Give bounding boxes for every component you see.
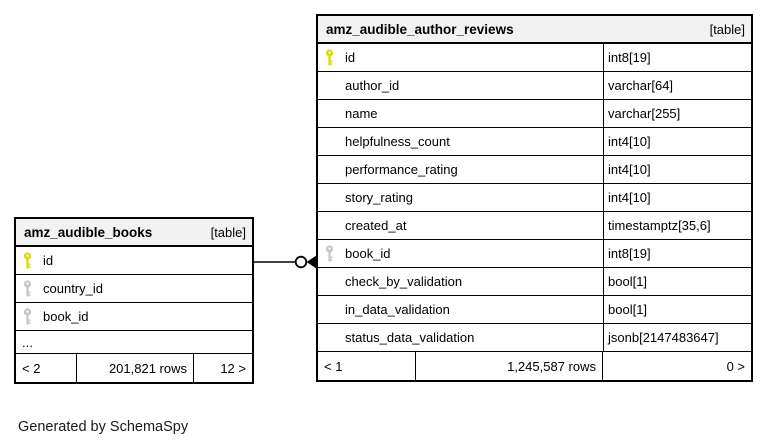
column-type-label: jsonb[2147483647] bbox=[603, 324, 751, 351]
column-name-cell: id bbox=[16, 247, 252, 274]
column-name-label: id bbox=[43, 253, 54, 268]
column-name-label: created_at bbox=[345, 218, 407, 233]
column-row-id: id bbox=[16, 247, 252, 275]
primary-key-icon bbox=[23, 252, 32, 269]
foreign-key-icon bbox=[23, 308, 32, 325]
column-name-cell: performance_rating bbox=[318, 156, 603, 183]
column-type-label: varchar[255] bbox=[603, 100, 751, 127]
column-name-cell: book_id bbox=[318, 240, 603, 267]
column-row-name: name varchar[255] bbox=[318, 100, 751, 128]
column-name-cell: author_id bbox=[318, 72, 603, 99]
parent-relations-count: < 1 bbox=[324, 358, 343, 374]
column-name-label: book_id bbox=[345, 246, 391, 261]
column-row-created_at: created_at timestamptz[35,6] bbox=[318, 212, 751, 240]
column-name-cell: id bbox=[318, 44, 603, 71]
column-name-cell: story_rating bbox=[318, 184, 603, 211]
foreign-key-icon bbox=[325, 245, 334, 262]
column-name-label: performance_rating bbox=[345, 162, 458, 177]
column-name-cell: ... bbox=[16, 331, 252, 353]
column-name-cell: helpfulness_count bbox=[318, 128, 603, 155]
table-footer: < 1 1,245,587 rows 0 > bbox=[318, 352, 751, 380]
column-rows: id country_id book_id... bbox=[16, 247, 252, 354]
column-name-label: helpfulness_count bbox=[345, 134, 450, 149]
column-type-label: varchar[64] bbox=[603, 72, 751, 99]
column-name-label: check_by_validation bbox=[345, 274, 463, 289]
column-row-book_id: book_id int8[19] bbox=[318, 240, 751, 268]
column-name-label: country_id bbox=[43, 281, 103, 296]
zero-circle-icon bbox=[294, 255, 308, 269]
generated-by-note: Generated by SchemaSpy bbox=[18, 419, 189, 435]
column-name-label: author_id bbox=[345, 78, 400, 93]
column-name-label: story_rating bbox=[345, 190, 413, 205]
column-row-check_by_validation: check_by_validation bool[1] bbox=[318, 268, 751, 296]
column-name-cell: in_data_validation bbox=[318, 296, 603, 323]
column-name-label: status_data_validation bbox=[345, 330, 475, 345]
column-type-label: int4[10] bbox=[603, 128, 751, 155]
column-row-book_id: book_id bbox=[16, 303, 252, 331]
table-header[interactable]: amz_audible_books [table] bbox=[16, 219, 252, 247]
column-name-cell: book_id bbox=[16, 303, 252, 330]
parent-relations-count: < 2 bbox=[22, 360, 41, 376]
column-type-label: int4[10] bbox=[603, 156, 751, 183]
column-name-label: name bbox=[345, 106, 378, 121]
table-title[interactable]: amz_audible_author_reviews bbox=[326, 21, 514, 37]
column-name-label: in_data_validation bbox=[345, 302, 450, 317]
column-type-label: bool[1] bbox=[603, 268, 751, 295]
table-type-badge: [table] bbox=[709, 21, 745, 37]
column-name-cell: name bbox=[318, 100, 603, 127]
table-type-badge: [table] bbox=[210, 224, 246, 240]
column-name-label: id bbox=[345, 50, 356, 65]
column-name-cell: country_id bbox=[16, 275, 252, 302]
table-header[interactable]: amz_audible_author_reviews [table] bbox=[318, 16, 751, 44]
child-relations-count: 0 > bbox=[602, 352, 751, 380]
column-row-in_data_validation: in_data_validation bool[1] bbox=[318, 296, 751, 324]
column-row-author_id: author_id varchar[64] bbox=[318, 72, 751, 100]
column-name-cell: created_at bbox=[318, 212, 603, 239]
column-name-cell: check_by_validation bbox=[318, 268, 603, 295]
column-row-id: id int8[19] bbox=[318, 44, 751, 72]
column-type-label: int8[19] bbox=[603, 44, 751, 71]
column-row-country_id: country_id bbox=[16, 275, 252, 303]
column-row-helpfulness_count: helpfulness_count int4[10] bbox=[318, 128, 751, 156]
column-type-label: timestamptz[35,6] bbox=[603, 212, 751, 239]
relationship-connector bbox=[252, 255, 316, 269]
column-type-label: int4[10] bbox=[603, 184, 751, 211]
table-node-amz-audible-author-reviews[interactable]: amz_audible_author_reviews [table] id int… bbox=[316, 14, 753, 382]
foreign-key-icon bbox=[23, 280, 32, 297]
table-footer: < 2 201,821 rows 12 > bbox=[16, 354, 252, 382]
column-row-story_rating: story_rating int4[10] bbox=[318, 184, 751, 212]
primary-key-icon bbox=[325, 49, 334, 66]
column-type-label: bool[1] bbox=[603, 296, 751, 323]
column-row-status_data_validation: status_data_validation jsonb[2147483647] bbox=[318, 324, 751, 352]
column-rows: id int8[19] author_id varchar[64] name varcha… bbox=[318, 44, 751, 352]
row-count: 1,245,587 rows bbox=[415, 352, 602, 380]
column-name-cell: status_data_validation bbox=[318, 324, 603, 351]
row-count: 201,821 rows bbox=[76, 354, 193, 382]
column-name-label: ... bbox=[22, 334, 33, 350]
column-type-label: int8[19] bbox=[603, 240, 751, 267]
table-title[interactable]: amz_audible_books bbox=[24, 224, 153, 240]
child-relations-count: 12 > bbox=[193, 354, 252, 382]
column-row-performance_rating: performance_rating int4[10] bbox=[318, 156, 751, 184]
columns-ellipsis-row: ... bbox=[16, 331, 252, 354]
column-name-label: book_id bbox=[43, 309, 89, 324]
crow-foot-icon bbox=[306, 255, 316, 269]
